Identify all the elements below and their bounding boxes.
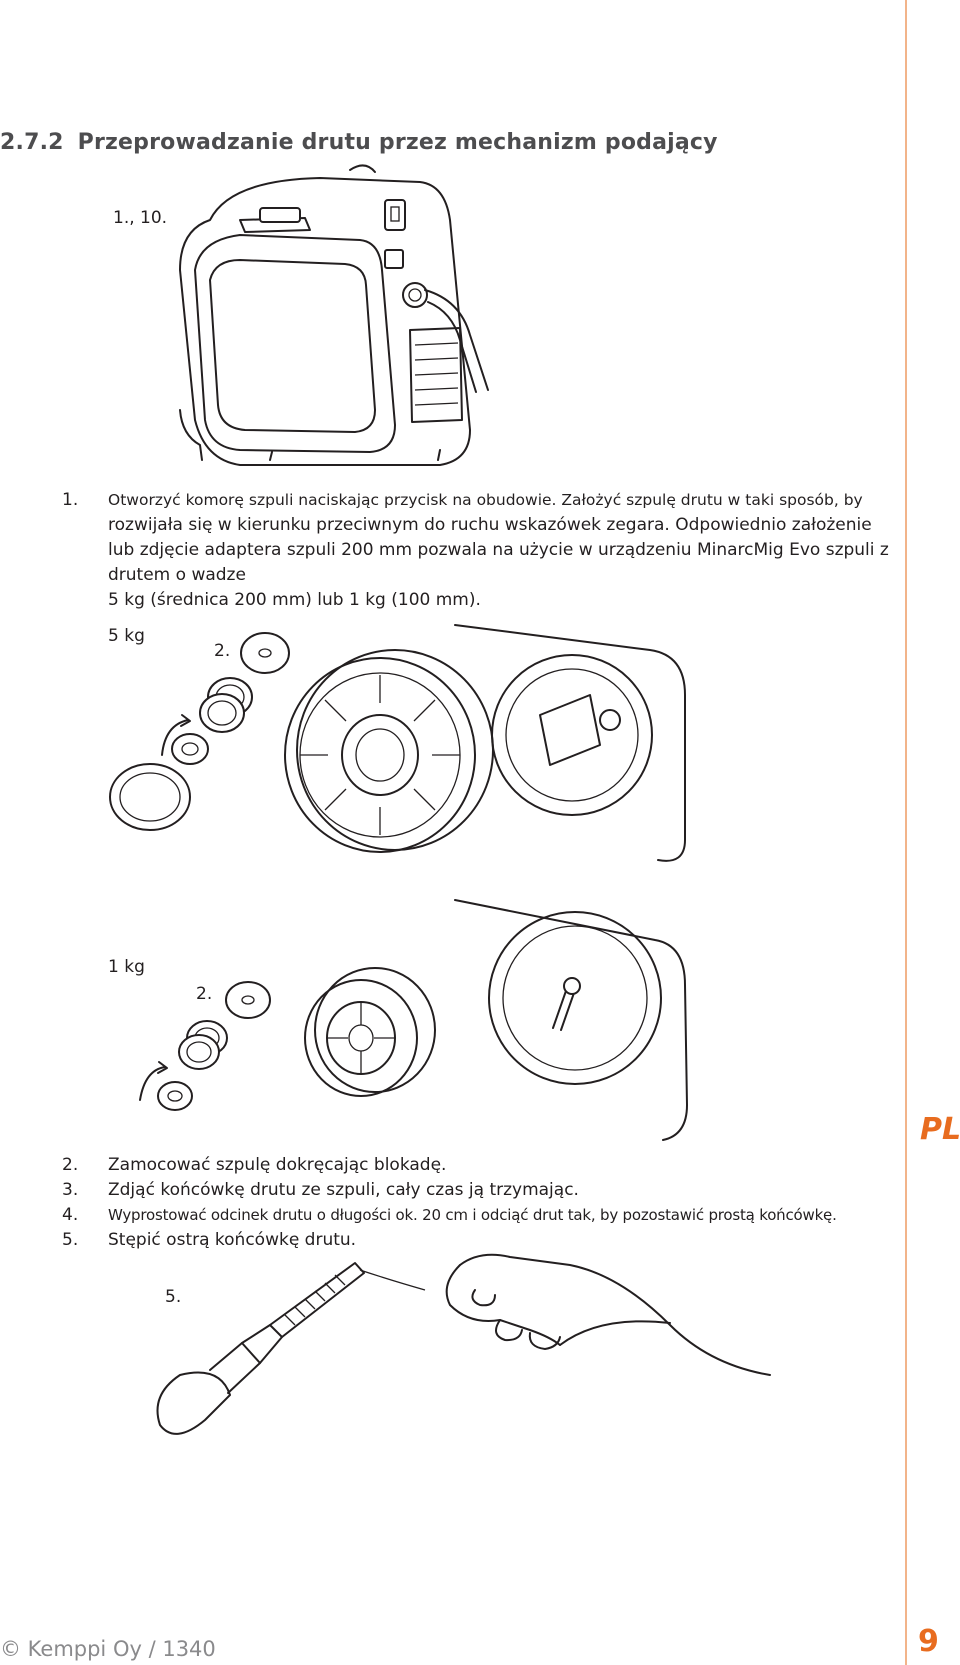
step-item: 5. Stępić ostrą końcówkę drutu. — [62, 1228, 902, 1253]
step-number: 2. — [62, 1155, 79, 1175]
spool-5kg-illustration — [109, 624, 686, 862]
page-number: 9 — [918, 1624, 939, 1659]
step1-line: 5 kg (średnica 200 mm) lub 1 kg (100 mm)… — [108, 590, 481, 610]
step1-block: 1. Otworzyć komorę szpuli naciskając prz… — [62, 488, 902, 613]
file-and-hand-illustration — [156, 1253, 771, 1435]
step-number: 3. — [62, 1180, 79, 1200]
section-heading: 2.7.2 Przeprowadzanie drutu przez mechani… — [0, 130, 718, 155]
step-item: 2. Zamocować szpulę dokręcając blokadę. — [62, 1153, 902, 1178]
step-text: Wyprostować odcinek drutu o długości ok.… — [108, 1206, 837, 1224]
steps-list: 2. Zamocować szpulę dokręcając blokadę. 3… — [62, 1153, 902, 1253]
figure4-label: 5. — [165, 1287, 182, 1307]
step1-line: drutem o wadze — [108, 565, 246, 585]
spool-1kg-illustration — [139, 899, 688, 1141]
section-number: 2.7.2 — [0, 130, 64, 155]
step-text: Stępić ostrą końcówkę drutu. — [108, 1230, 357, 1250]
language-tab: PL — [920, 1112, 960, 1147]
step-text: Zamocować szpulę dokręcając blokadę. — [108, 1155, 447, 1175]
footer-copyright: © Kemppi Oy / 1340 — [0, 1637, 216, 1661]
figure3-weight-label: 1 kg — [108, 957, 145, 977]
step1-line: Otworzyć komorę szpuli naciskając przyci… — [108, 491, 863, 509]
step1-line: lub zdjęcie adaptera szpuli 200 mm pozwa… — [108, 540, 889, 560]
figure2-weight-label: 5 kg — [108, 626, 145, 646]
section-title: Przeprowadzanie drutu przez mechanizm po… — [77, 130, 718, 155]
step-text: Zdjąć końcówkę drutu ze szpuli, cały cza… — [108, 1180, 579, 1200]
side-accent-rule — [905, 0, 907, 1665]
step-number: 4. — [62, 1205, 79, 1225]
step1-number: 1. — [62, 490, 79, 510]
step-number: 5. — [62, 1230, 79, 1250]
figure2-step-label: 2. — [214, 641, 231, 661]
figure1-label: 1., 10. — [113, 208, 168, 228]
welder-machine-illustration — [179, 164, 489, 466]
figure3-step-label: 2. — [196, 984, 213, 1004]
step-item: 3. Zdjąć końcówkę drutu ze szpuli, cały c… — [62, 1178, 902, 1203]
step1-line: rozwijała się w kierunku przeciwnym do r… — [108, 515, 872, 535]
step-item: 4. Wyprostować odcinek drutu o długości o… — [62, 1203, 902, 1228]
